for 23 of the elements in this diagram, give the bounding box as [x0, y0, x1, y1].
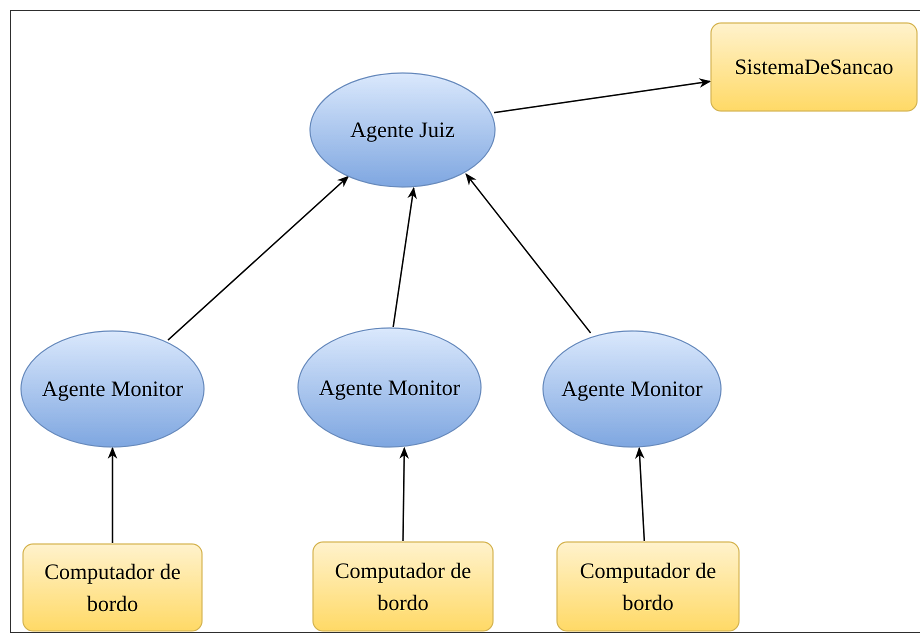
node-label: Computador de bordo: [334, 556, 472, 616]
component-box: [556, 541, 740, 632]
arrow: [465, 173, 592, 334]
node-label: SistemaDeSancao: [734, 53, 894, 81]
node-label: Agente Juiz: [349, 116, 456, 144]
arrow: [108, 446, 118, 543]
agent-ellipse: [542, 330, 722, 448]
node-label: Agente Monitor: [318, 374, 462, 402]
arrow: [168, 176, 350, 341]
component-box: [312, 541, 494, 632]
agent-ellipse: [297, 327, 482, 448]
node-label: Computador de bordo: [578, 556, 718, 616]
arrow: [399, 446, 409, 542]
arrow: [392, 186, 417, 328]
node-label: Computador de bordo: [43, 558, 182, 618]
node-label: Agente Monitor: [40, 375, 184, 403]
component-box: [22, 543, 203, 632]
arrow: [635, 446, 646, 542]
arrow: [494, 78, 712, 114]
agent-ellipse: [20, 330, 205, 448]
agent-ellipse: [309, 72, 496, 188]
node-label: Agente Monitor: [560, 375, 704, 403]
component-box: [710, 22, 918, 112]
